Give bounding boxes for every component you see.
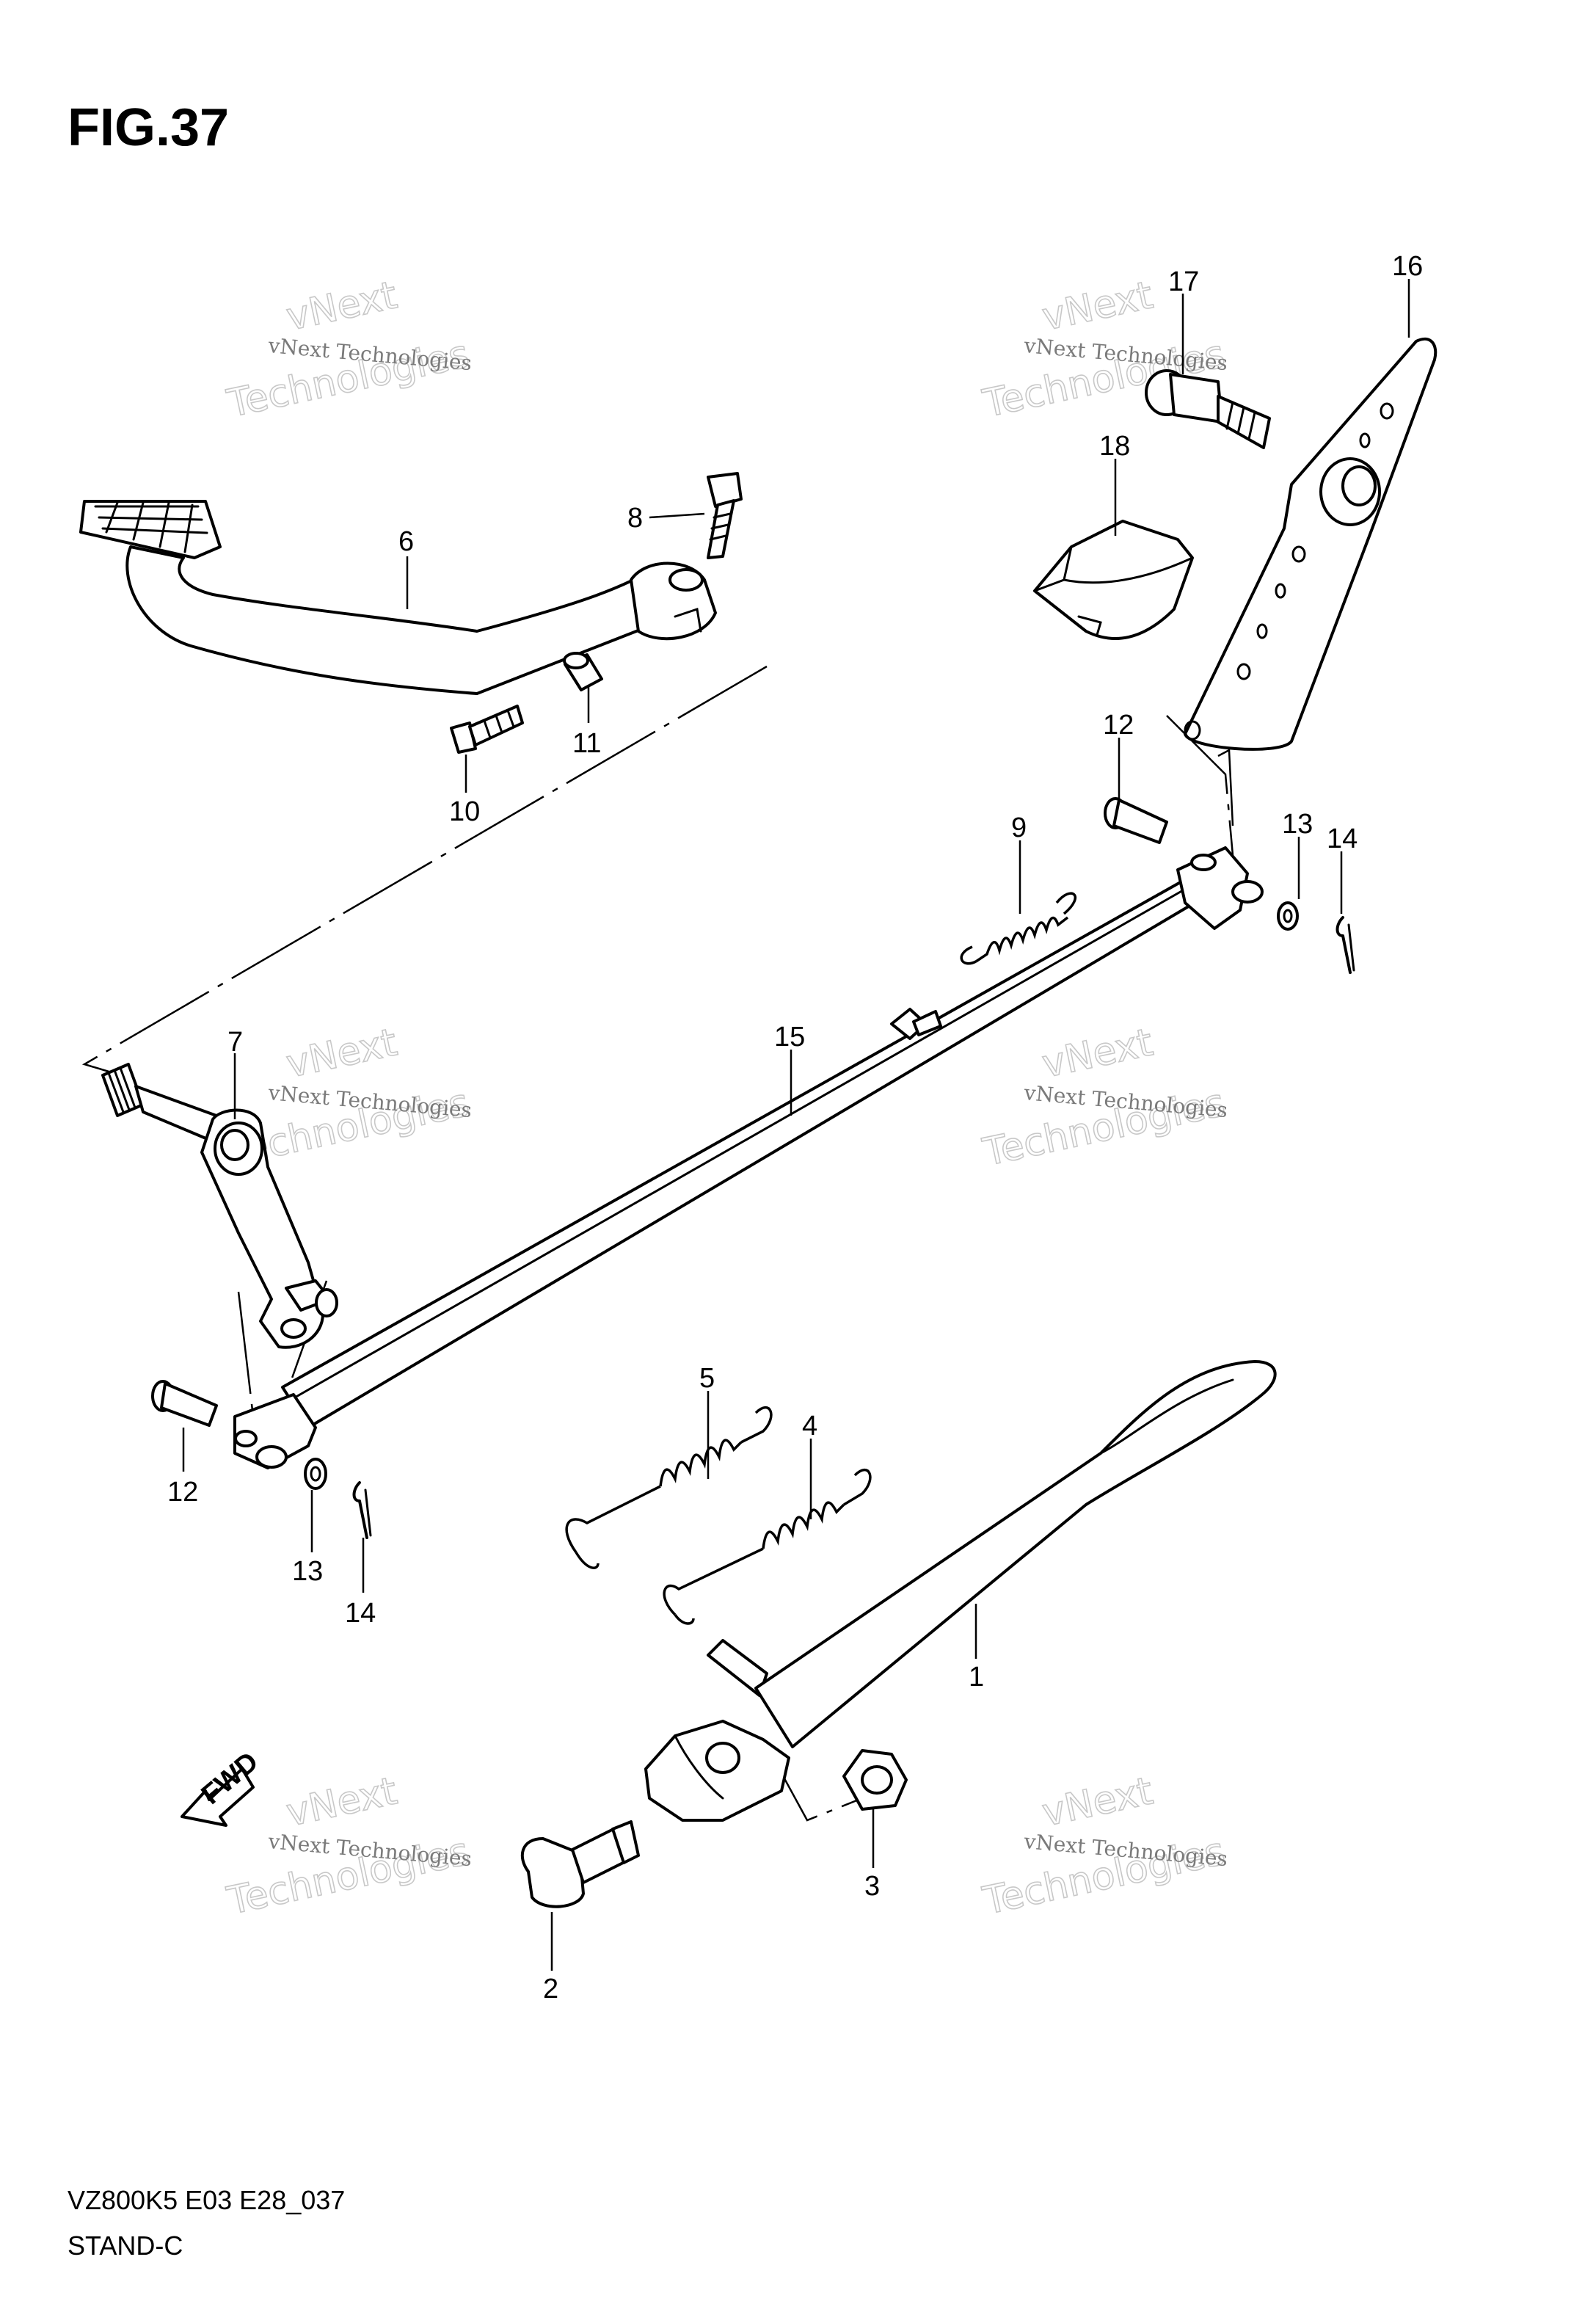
fwd-arrow-icon: FWD (181, 1746, 264, 1827)
callout-10: 10 (449, 796, 480, 827)
part-12-pin-top (1104, 797, 1168, 844)
part-14-cotter-pin-top (1336, 916, 1355, 974)
part-13-washer-bottom (304, 1458, 327, 1490)
figure-code: VZ800K5 E03 E28_037 (68, 2185, 345, 2215)
part-1-side-stand (644, 1360, 1277, 1822)
part-13-washer-top (1277, 901, 1299, 931)
part-4-spring (663, 1469, 872, 1625)
callout-7: 7 (227, 1027, 243, 1058)
callout-4: 4 (802, 1411, 817, 1442)
part-15-rod (233, 846, 1264, 1469)
callout-2: 2 (543, 1974, 558, 2004)
part-14-cotter-pin-bottom (352, 1481, 372, 1539)
svg-text:vNext: vNext (1038, 273, 1156, 339)
svg-text:vNext: vNext (1038, 1020, 1156, 1086)
part-9-spring (960, 892, 1076, 965)
figure-name: STAND-C (68, 2231, 183, 2261)
callout-14-bottom: 14 (345, 1598, 376, 1629)
callout-8: 8 (627, 503, 643, 534)
callout-15: 15 (774, 1022, 805, 1053)
svg-text:vNext: vNext (283, 1769, 401, 1835)
part-5-spring (565, 1406, 773, 1569)
part-18-rubber-cover (1033, 520, 1194, 640)
part-10-bolt (450, 705, 524, 754)
part-17-pivot-bolt (1145, 369, 1271, 449)
svg-text:vNext: vNext (283, 273, 401, 339)
callout-16: 16 (1392, 251, 1423, 282)
callout-9: 9 (1011, 813, 1027, 843)
part-3-nut (842, 1749, 908, 1811)
part-7-lever (101, 1063, 338, 1349)
watermark-bottom-left: vNext Technologies vNext Technologies (222, 1769, 473, 1924)
callout-13-bottom: 13 (292, 1556, 323, 1587)
part-16-stand-arm (1184, 337, 1438, 751)
watermark-bottom-right: vNext Technologies vNext Technologies (978, 1769, 1229, 1924)
figure-title: FIG.37 (68, 98, 229, 157)
svg-text:vNext: vNext (1038, 1769, 1156, 1835)
svg-text:vNext: vNext (283, 1020, 401, 1086)
callout-14-top: 14 (1327, 824, 1358, 854)
callouts: 16 17 18 8 6 11 10 12 9 13 14 7 15 5 4 1… (167, 251, 1423, 2004)
leader-lines (182, 279, 1410, 1971)
part-6-brake-pedal (79, 500, 717, 695)
callout-12-top: 12 (1103, 710, 1134, 741)
callout-17: 17 (1168, 266, 1199, 297)
callout-13-top: 13 (1282, 809, 1313, 840)
part-11-collar (563, 652, 603, 691)
watermark-mid-right: vNext Technologies vNext Technologies (978, 1020, 1229, 1176)
callout-6: 6 (398, 526, 414, 557)
callout-5: 5 (699, 1363, 715, 1394)
callout-11: 11 (572, 728, 601, 759)
callout-1: 1 (969, 1662, 984, 1693)
callout-18: 18 (1099, 431, 1130, 462)
watermark-top-left: vNext Technologies vNext Technologies (222, 273, 473, 427)
part-2-pivot-bolt (520, 1820, 640, 1908)
part-8-bolt (707, 472, 743, 559)
part-12-pin-bottom (151, 1380, 218, 1427)
callout-12-bottom: 12 (167, 1477, 198, 1508)
callout-3: 3 (864, 1871, 880, 1902)
